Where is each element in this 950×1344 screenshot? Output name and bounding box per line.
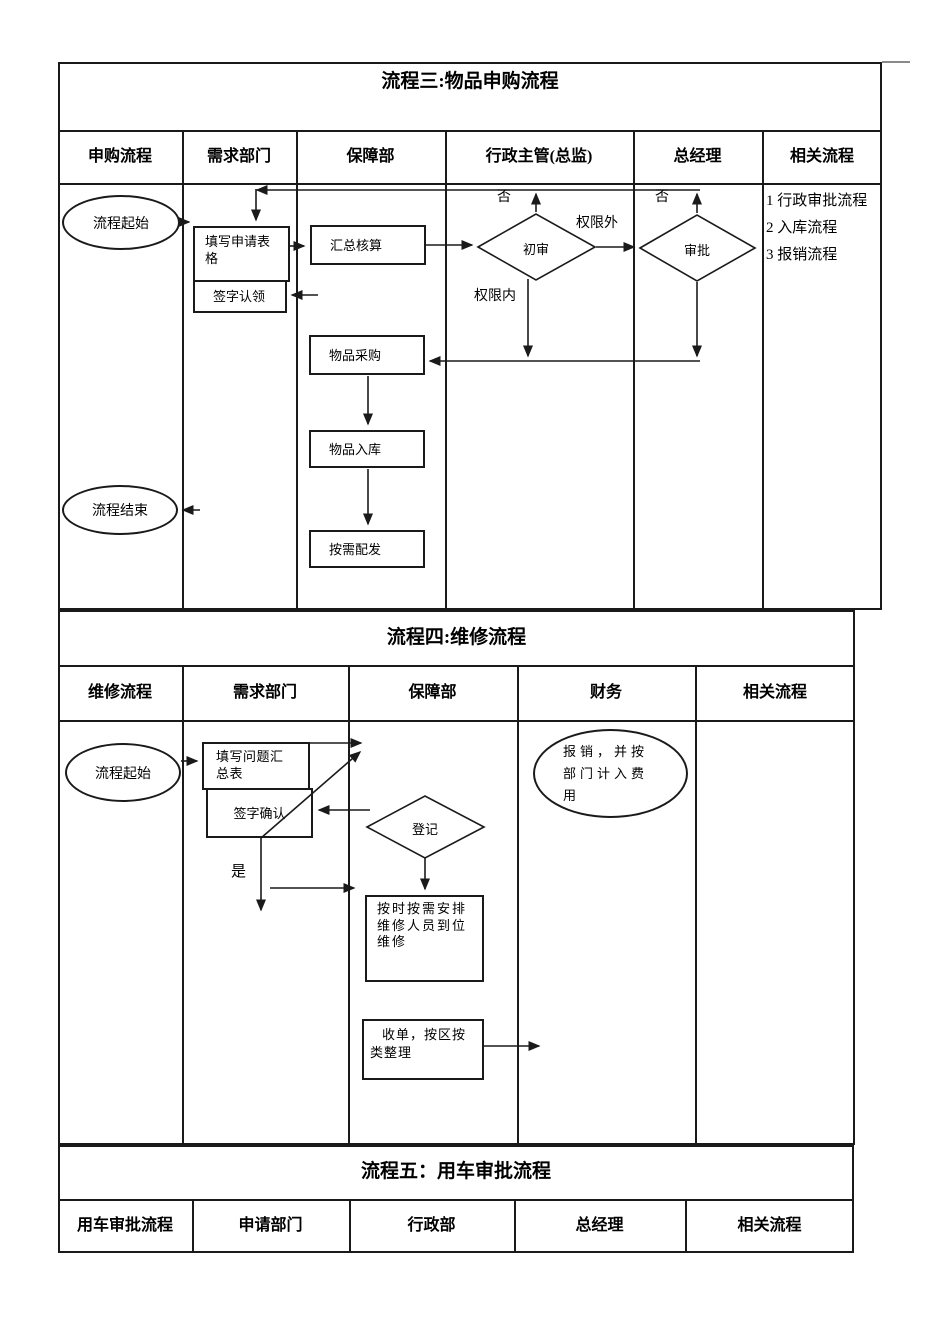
flow3-column-line: [762, 130, 764, 610]
flow3-summarize-box: 汇总核算: [310, 225, 426, 265]
flow3-table-border: [58, 62, 882, 610]
flow4-column-line: [182, 665, 184, 1145]
flow4-table-border: [58, 610, 855, 1145]
flow3-header-general-manager: 总经理: [673, 148, 722, 165]
flow4-collect-orders-box: 收单，按区按类整理: [362, 1019, 484, 1080]
flow4-header-finance: 财务: [589, 684, 622, 701]
flow5-header-apply-dept: 申请部门: [238, 1217, 303, 1234]
flow4-header-swimlane: 维修流程: [87, 684, 152, 701]
related-item: 2 入库流程: [766, 220, 838, 236]
flow4-column-line: [517, 665, 519, 1145]
flow5-header-related: 相关流程: [737, 1217, 802, 1234]
flow3-warehouse-box: 物品入库: [309, 430, 425, 468]
flow3-end-ellipse: 流程结束: [62, 485, 178, 535]
flow3-sign-claim-box: 签字认领: [193, 280, 287, 313]
flow5-header-admin-dept: 行政部: [407, 1217, 456, 1234]
flow3-beyond-authority-label: 权限外: [576, 216, 618, 231]
flow5-column-line: [514, 1199, 516, 1253]
flow4-start-ellipse: 流程起始: [65, 743, 181, 802]
flow3-distribute-box: 按需配发: [309, 530, 425, 568]
flow4-header-demand-dept: 需求部门: [232, 684, 297, 701]
flow3-within-authority-label: 权限内: [474, 289, 516, 304]
flow3-fill-form-box: 填写申请表格: [193, 226, 290, 282]
flow3-purchase-box: 物品采购: [309, 335, 425, 375]
flow3-column-line: [633, 130, 635, 610]
related-item: 3 报销流程: [766, 247, 838, 263]
flow3-no-label-approve: 否: [655, 190, 669, 205]
flow3-related-processes: 1 行政审批流程 2 入库流程 3 报销流程: [766, 188, 870, 269]
flow3-header-demand-dept: 需求部门: [206, 148, 271, 165]
flow4-column-line: [348, 665, 350, 1145]
flow4-title-separator: [58, 665, 855, 667]
flow4-header-support-dept: 保障部: [408, 684, 457, 701]
flow3-header-related: 相关流程: [789, 148, 854, 165]
flow3-first-review-label: 初审: [522, 242, 549, 257]
flow4-sign-confirm-box: 签字确认: [206, 788, 313, 838]
flow4-register-label: 登记: [411, 822, 438, 837]
flow4-arrange-repair-box: 按时按需安排维修人员到位维修: [365, 895, 484, 982]
flow3-header-support-dept: 保障部: [346, 148, 395, 165]
flow3-header-admin-director: 行政主管(总监): [485, 148, 593, 165]
flow3-title: 流程三:物品申购流程: [381, 71, 559, 92]
flow4-title: 流程四:维修流程: [386, 627, 527, 648]
flow5-header-general-manager: 总经理: [575, 1217, 624, 1234]
flow3-header-separator: [58, 183, 882, 185]
flow3-approve-label: 审批: [683, 243, 710, 258]
flow5-header-swimlane: 用车审批流程: [76, 1217, 173, 1234]
flow5-title: 流程五：用车审批流程: [360, 1161, 551, 1182]
flow3-column-line: [445, 130, 447, 610]
flow5-title-separator: [58, 1199, 854, 1201]
related-item: 1 行政审批流程: [766, 193, 868, 209]
flow3-title-separator: [58, 130, 882, 132]
flow4-reimburse-text: 报销，并按部门计入费用: [563, 743, 649, 803]
flow5-column-line: [349, 1199, 351, 1253]
flow4-header-related: 相关流程: [742, 684, 807, 701]
flow4-fill-issue-box: 填写问题汇总表: [202, 742, 310, 790]
flow3-start-ellipse: 流程起始: [62, 195, 180, 250]
flow3-no-label-first: 否: [497, 190, 511, 205]
flow5-column-line: [685, 1199, 687, 1253]
flow4-reimburse-ellipse: 报销，并按部门计入费用: [533, 729, 688, 818]
top-border-overhang: [882, 61, 910, 63]
flow3-column-line: [182, 130, 184, 610]
flow4-column-line: [695, 665, 697, 1145]
flow5-column-line: [192, 1199, 194, 1253]
flow3-column-line: [296, 130, 298, 610]
flow4-yes-label: 是: [231, 864, 247, 880]
flow3-header-swimlane: 申购流程: [87, 148, 152, 165]
flow4-header-separator: [58, 720, 855, 722]
